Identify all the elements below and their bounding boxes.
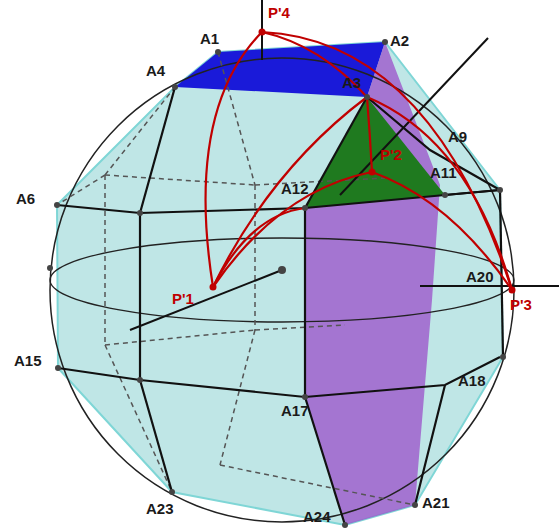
point-label: A2 [390,32,409,50]
point-label: A12 [281,180,309,198]
hidden-edges [57,52,415,505]
point-label: P'3 [510,296,532,314]
point-label: A24 [303,508,331,526]
triangle-face [305,97,445,208]
point-label: P'2 [380,146,402,164]
point-label: A6 [16,190,35,208]
pole-points [210,29,516,294]
point-label: A15 [14,352,42,370]
point-label: A17 [281,402,309,420]
point-label: A9 [448,128,467,146]
spherical-arcs [206,32,512,290]
sphere-outline [50,58,514,522]
polyhedron-body [57,42,503,525]
point-label: A23 [146,500,174,518]
equator [50,238,514,322]
point-label: A3 [342,74,361,92]
point-label: A1 [200,30,219,48]
vertex-dots [47,39,506,528]
point-label: A11 [430,164,457,182]
point-label: A4 [146,62,165,80]
point-label: P'1 [172,290,194,308]
point-label: P'4 [268,4,290,22]
axes [130,0,559,330]
visible-edges [57,87,503,525]
point-label: A20 [466,268,494,286]
point-label: A21 [422,494,450,512]
point-label: A18 [458,372,486,390]
